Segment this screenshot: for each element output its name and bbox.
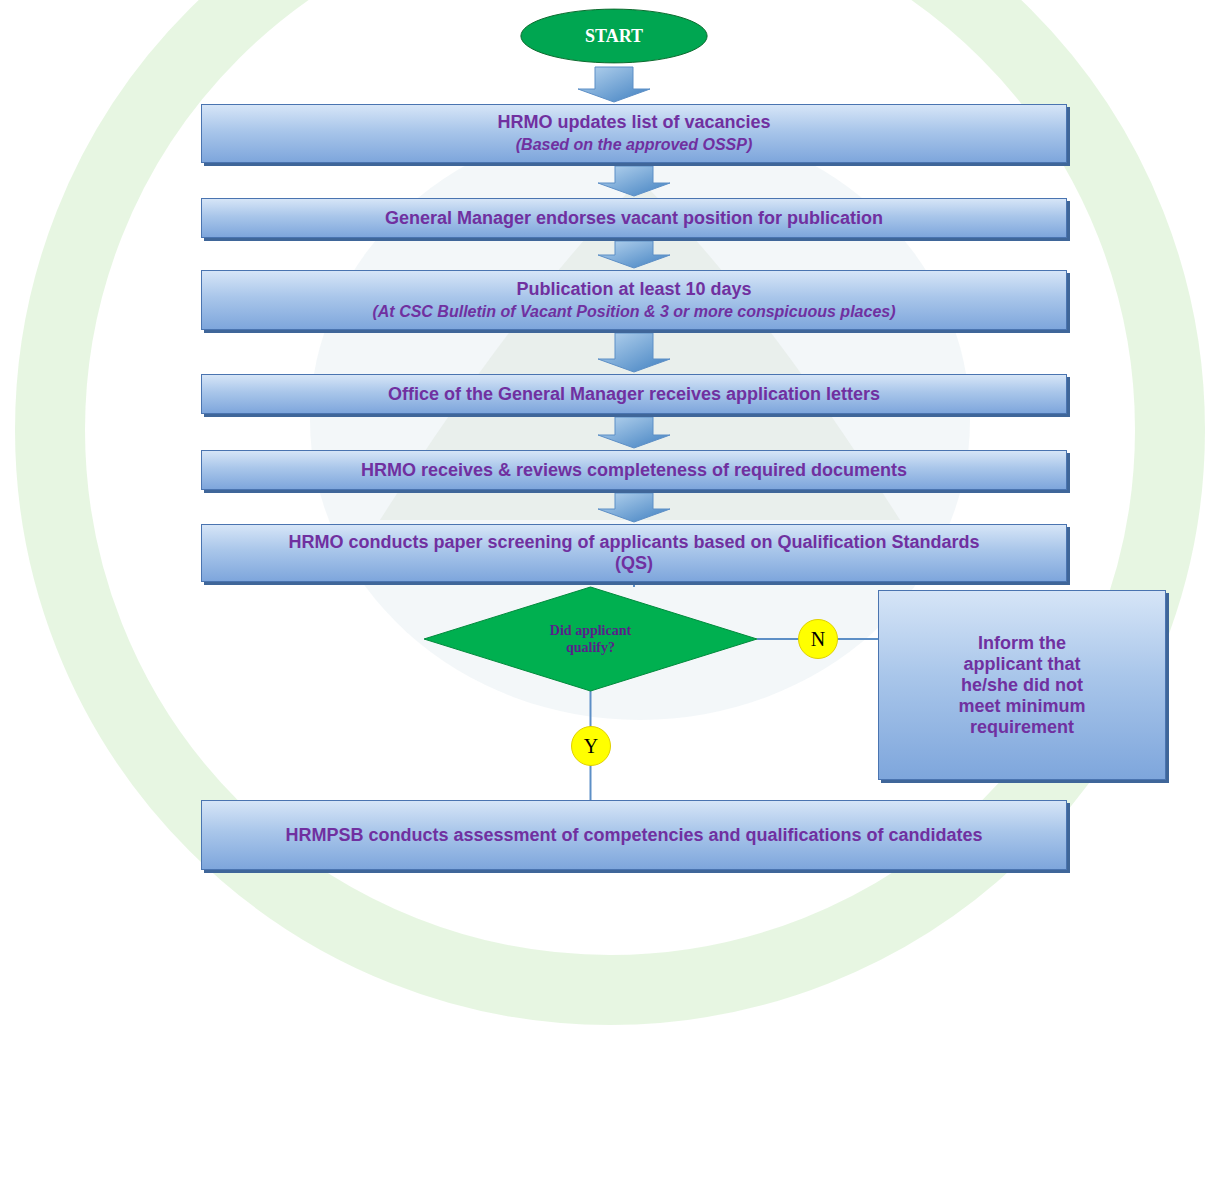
process-box: Inform the applicant that he/she did not… [878,590,1166,780]
arrow-shape [598,166,670,196]
seal-scene [310,120,970,720]
arrow-shape [598,493,670,522]
box-text: Office of the General Manager receives a… [388,384,880,405]
arrow-shape [598,417,670,448]
process-box: HRMO updates list of vacancies(Based on … [201,104,1067,163]
node-content: HRMO updates list of vacancies(Based on … [497,112,770,155]
block-arrow [578,67,650,102]
box-text: HRMPSB conducts assessment of competenci… [285,825,982,846]
box-text: Did applicant qualify? [526,622,656,656]
node-content: HRMO conducts paper screening of applica… [274,532,994,574]
block-arrow [598,493,670,522]
process-box: HRMO receives & reviews completeness of … [201,450,1067,490]
box-note: (At CSC Bulletin of Vacant Position & 3 … [372,302,895,322]
node-content: Did applicant qualify? [526,622,656,656]
process-box: Office of the General Manager receives a… [201,374,1067,414]
node-content: HRMPSB conducts assessment of competenci… [285,825,982,846]
seal-ring [50,0,1170,990]
decision-diamond [424,587,757,691]
flow-line [634,582,635,587]
block-arrow [598,241,670,268]
block-arrow [598,333,670,372]
box-text: START [585,26,643,47]
start-terminal: START [519,8,709,64]
box-text: HRMO conducts paper screening of applica… [274,532,994,574]
node-content: Inform the applicant that he/she did not… [942,633,1102,738]
box-text: HRMO receives & reviews completeness of … [361,460,907,481]
ellipse-outline [521,9,707,63]
process-box: HRMO conducts paper screening of applica… [201,524,1067,582]
diamond-outline [424,587,757,691]
node-content: HRMO receives & reviews completeness of … [361,460,907,481]
block-arrow [598,166,670,196]
node-content: START [585,26,643,47]
connector-line [633,582,635,587]
branch-label: Y [571,726,611,766]
node-content: Publication at least 10 days(At CSC Bull… [372,279,895,322]
arrow-shape [598,333,670,372]
arrow-shape [578,67,650,102]
node-content: Office of the General Manager receives a… [388,384,880,405]
branch-label: N [798,619,838,659]
block-arrow [598,417,670,448]
node-content: General Manager endorses vacant position… [385,208,883,229]
box-text: General Manager endorses vacant position… [385,208,883,229]
box-text: Publication at least 10 days [516,279,751,300]
arrow-shape [598,241,670,268]
process-box: HRMPSB conducts assessment of competenci… [201,800,1067,870]
decision-node: Did applicant qualify? [424,587,757,691]
process-box: Publication at least 10 days(At CSC Bull… [201,270,1067,330]
box-note: (Based on the approved OSSP) [516,135,752,155]
box-text: HRMO updates list of vacancies [497,112,770,133]
process-box: General Manager endorses vacant position… [201,198,1067,238]
box-text: Inform the applicant that he/she did not… [942,633,1102,738]
